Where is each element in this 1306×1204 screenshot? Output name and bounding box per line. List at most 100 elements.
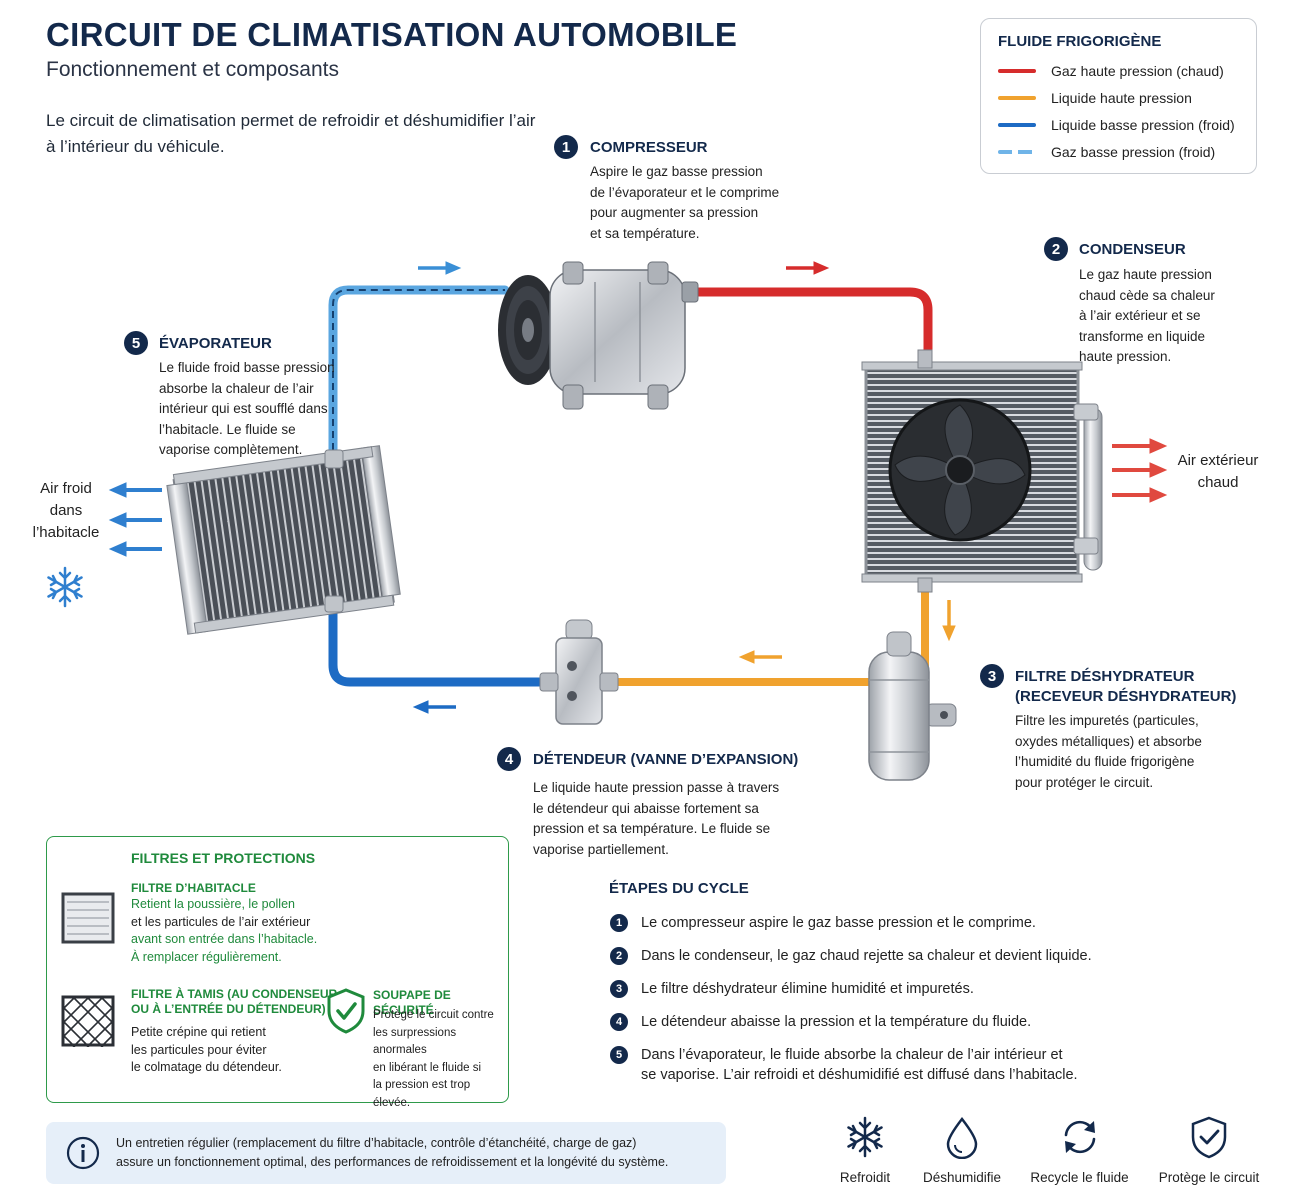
legend-label: Gaz basse pression (froid): [1051, 144, 1216, 160]
mesh-filter-description: Petite crépine qui retient les particule…: [131, 1024, 282, 1077]
description-line: l’habitacle. Le fluide se: [159, 421, 296, 437]
description-line: absorbe la chaleur de l’air: [159, 380, 314, 396]
flow-arrow-lp-gas: [418, 261, 462, 275]
legend-title: FLUIDE FRIGORIGÈNE: [998, 33, 1162, 50]
compressor-title: COMPRESSEUR: [590, 139, 708, 156]
cold-air-arrows: [108, 482, 162, 557]
step-badge: 1: [610, 914, 628, 932]
legend-swatch: [998, 96, 1036, 100]
evaporator-title: ÉVAPORATEUR: [159, 335, 272, 352]
cabin-filter-title: FILTRE D’HABITACLE: [131, 881, 256, 895]
description-line: Retient la poussière, le pollen: [131, 897, 295, 911]
description-line: et sa température.: [590, 225, 700, 241]
description-line: Le fluide froid basse pression: [159, 360, 335, 375]
description-line: À remplacer régulièrement.: [131, 949, 282, 964]
condenser-description: Le gaz haute pression chaud cède sa chal…: [1079, 265, 1215, 368]
filter-description: Filtre les impuretés (particules, oxydes…: [1015, 711, 1202, 793]
circuit-diagram: [47, 261, 1168, 781]
description-line: pression et sa température. Le fluide se: [533, 821, 771, 836]
page-subtitle: Fonctionnement et composants: [46, 58, 339, 81]
steps-title: ÉTAPES DU CYCLE: [609, 880, 749, 897]
step-item: 3 Le filtre déshydrateur élimine humidit…: [610, 979, 974, 999]
intro-text: Le circuit de climatisation permet de re…: [46, 108, 546, 160]
description-line: chaud cède sa chaleur: [1079, 287, 1215, 303]
step-badge: 4: [610, 1013, 628, 1031]
step-text-line: Dans l’évaporateur, le fluide absorbe la…: [641, 1047, 1063, 1063]
description-line: intérieur qui est soufflé dans: [159, 401, 328, 416]
step-badge: 3: [610, 980, 628, 998]
mesh-filter-title: FILTRE À TAMIS (AU CONDENSEUR OU À L’ENT…: [131, 987, 337, 1017]
description-line: le colmatage du détendeur.: [131, 1060, 282, 1074]
description-line: avant son entrée dans l’habitacle.: [131, 932, 318, 946]
description-line: transforme en liquide: [1079, 328, 1206, 344]
step-text: Le compresseur aspire le gaz basse press…: [641, 915, 1036, 931]
feature-label: Recycle le fluide: [1030, 1170, 1129, 1185]
snowflake-icon: [847, 1116, 883, 1158]
flow-arrow-hp-liquid: [738, 650, 782, 664]
description-line: Filtre les impuretés (particules,: [1015, 713, 1199, 728]
valve-description: Le liquide haute pression passe à traver…: [533, 778, 779, 860]
step-badge: 2: [610, 947, 628, 965]
step-text: Dans l’évaporateur, le fluide absorbe la…: [641, 1045, 1078, 1085]
pipe-lp-liquid: [328, 600, 553, 687]
valve-title: DÉTENDEUR (VANNE D’EXPANSION): [533, 751, 799, 768]
evaporator-illustration: [166, 445, 401, 635]
step-text-line: se vaporise. L’air refroidi et déshumidi…: [641, 1067, 1078, 1083]
flow-arrow-hp-down: [942, 600, 956, 642]
step-item: 4 Le détendeur abaisse la pression et la…: [610, 1012, 1031, 1032]
description-line: en libérant le fluide si: [373, 1061, 482, 1074]
cabin-filter-icon: [61, 892, 115, 944]
description-line: oxydes métalliques) et absorbe: [1015, 733, 1202, 749]
maintenance-info-box: Un entretien régulier (remplacement du f…: [46, 1122, 726, 1184]
flow-arrow-lp-liquid: [412, 700, 456, 714]
shield-check-icon: [327, 988, 365, 1034]
feature-protects: Protège le circuit: [1150, 1115, 1268, 1185]
condenser-title: CONDENSEUR: [1079, 241, 1186, 258]
legend-swatch: [998, 69, 1036, 73]
description-line: haute pression.: [1079, 349, 1172, 364]
title-line: FILTRE DÉSHYDRATEUR: [1015, 668, 1195, 685]
description-line: pour protéger le circuit.: [1015, 774, 1154, 790]
legend-label: Liquide haute pression: [1051, 90, 1192, 106]
recycle-icon: [1064, 1120, 1095, 1154]
badge-filter: 3: [980, 664, 1004, 688]
filters-protections-box: FILTRES ET PROTECTIONS FILTRE D’HABITACL…: [46, 836, 509, 1109]
description-line: vaporise partiellement.: [533, 841, 669, 857]
cabin-filter-description: Retient la poussière, le pollen et les p…: [131, 896, 317, 966]
badge-compressor: 1: [554, 135, 578, 159]
info-line: Un entretien régulier (remplacement du f…: [116, 1136, 637, 1150]
description-line: Le liquide haute pression passe à traver…: [533, 780, 780, 795]
badge-evaporator: 5: [124, 331, 148, 355]
legend-swatch: [998, 123, 1036, 127]
flow-arrow-hot-gas: [786, 261, 830, 275]
legend-item-hp-liquid: Liquide haute pression: [998, 88, 1192, 108]
title-line: (RECEVEUR DÉSHYDRATEUR): [1015, 688, 1237, 705]
outside-air-label: Air extérieur chaud: [1168, 450, 1268, 494]
step-item: 2 Dans le condenseur, le gaz chaud rejet…: [610, 946, 1092, 966]
step-text: Dans le condenseur, le gaz chaud rejette…: [641, 948, 1092, 964]
description-line: Le gaz haute pression: [1079, 267, 1212, 282]
description-line: l’humidité du fluide frigorigène: [1015, 754, 1195, 769]
feature-label: Déshumidifie: [922, 1170, 1002, 1185]
legend-item-hot-gas: Gaz haute pression (chaud): [998, 61, 1224, 81]
feature-label: Refroidit: [839, 1170, 891, 1185]
filter-title: FILTRE DÉSHYDRATEUR (RECEVEUR DÉSHYDRATE…: [1015, 667, 1236, 707]
description-line: la pression est trop élevée.: [373, 1079, 471, 1109]
maintenance-info-text: Un entretien régulier (remplacement du f…: [116, 1134, 668, 1172]
description-line: pour augmenter sa pression: [590, 205, 759, 220]
page-title: CIRCUIT DE CLIMATISATION AUTOMOBILE: [46, 16, 738, 53]
pipe-lp-gas-dash: [332, 289, 505, 462]
description-line: les particules pour éviter: [131, 1042, 267, 1057]
safety-valve-description: Protège le circuit contre les surpressio…: [373, 1007, 508, 1112]
feature-label: Protège le circuit: [1158, 1170, 1260, 1185]
label-line: chaud: [1197, 474, 1239, 491]
feature-cools: Refroidit: [820, 1115, 910, 1185]
evaporator-description: Le fluide froid basse pression absorbe l…: [159, 358, 335, 461]
description-line: Aspire le gaz basse pression: [590, 164, 763, 179]
step-badge: 5: [610, 1046, 628, 1064]
description-line: les surpressions anormales: [373, 1026, 457, 1057]
evaporator-inlet: [324, 595, 344, 613]
title-line: FILTRE À TAMIS (AU CONDENSEUR: [131, 987, 338, 1001]
description-line: à l’air extérieur et se: [1079, 308, 1201, 323]
snowflake-icon: [47, 566, 83, 608]
